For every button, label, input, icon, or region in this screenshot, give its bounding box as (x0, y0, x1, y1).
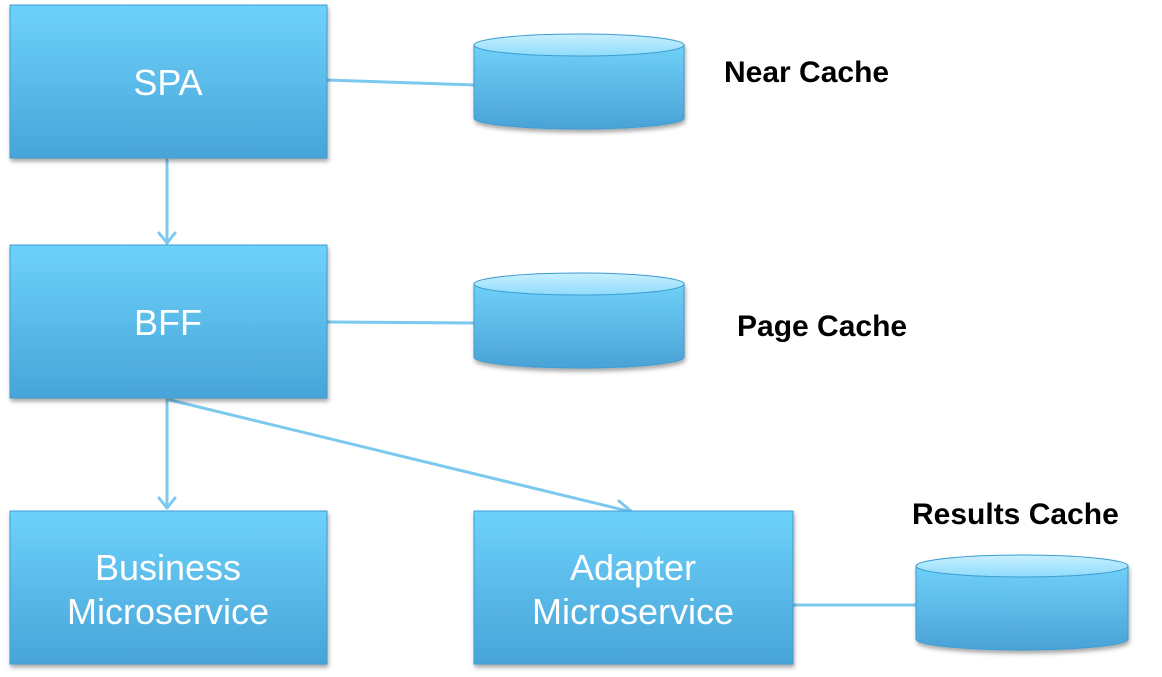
near-cache-cylinder (473, 33, 685, 130)
adapter-microservice-node: Adapter Microservice (473, 510, 794, 665)
spa-node: SPA (9, 4, 328, 159)
near-cache-label: Near Cache (724, 56, 890, 89)
bff-node: BFF (9, 244, 328, 399)
spa-label: SPA (133, 62, 202, 103)
adapter-microservice-box (473, 510, 794, 665)
bff-adapter-arrow (168, 398, 634, 514)
connectors (157, 78, 920, 607)
spa-bff-arrowhead (157, 231, 177, 245)
business-microservice-box (9, 510, 328, 665)
business-label-line1: Business (95, 547, 241, 588)
bff-page-cache-connector (325, 320, 477, 325)
page-cache-cylinder (473, 272, 685, 369)
spa-near-cache-connector (325, 78, 477, 87)
adapter-label-line2: Microservice (532, 591, 734, 632)
bff-business-arrowhead (157, 496, 177, 510)
results-cache-label: Results Cache (912, 498, 1119, 531)
bff-label: BFF (134, 302, 202, 343)
business-label-line2: Microservice (67, 591, 269, 632)
adapter-label-line1: Adapter (570, 547, 696, 588)
spa-box (9, 4, 328, 159)
business-microservice-node: Business Microservice (9, 510, 328, 665)
results-cache-cylinder (915, 554, 1129, 651)
bff-box (9, 244, 328, 399)
page-cache-label: Page Cache (737, 310, 908, 343)
